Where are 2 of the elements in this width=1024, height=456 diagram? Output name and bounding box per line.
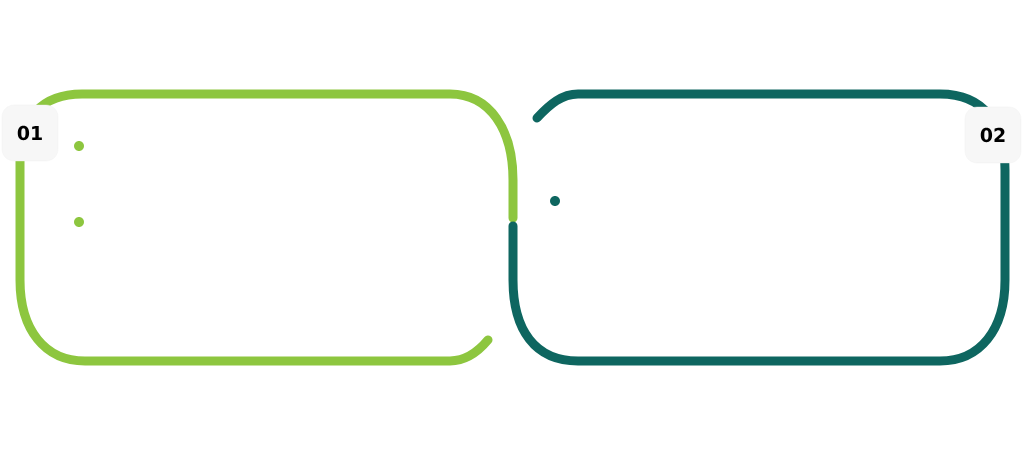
number-badge: 02 bbox=[964, 106, 1022, 164]
number-badge: 01 bbox=[1, 104, 59, 162]
